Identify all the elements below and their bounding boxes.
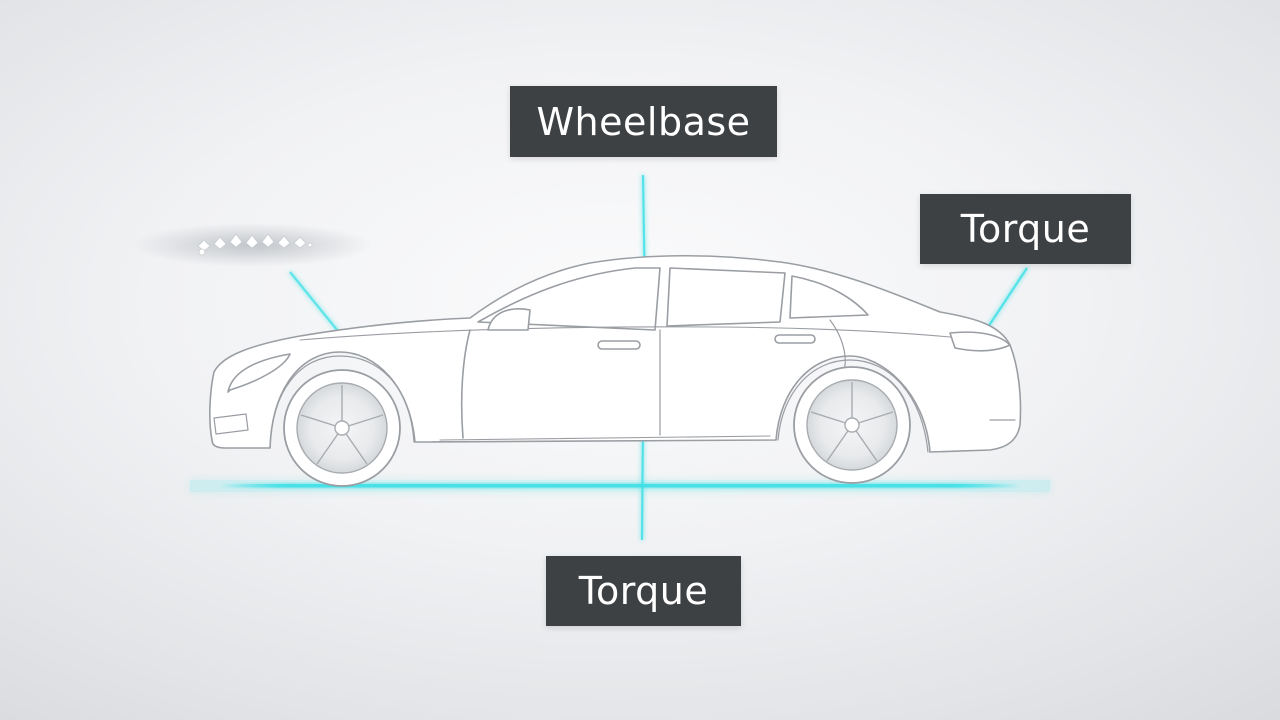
wheelbase-label: Wheelbase [510,86,777,157]
sparkle-icon [132,223,372,267]
torque-label-right: Torque [920,194,1131,264]
rear-wheel-icon [793,366,911,484]
front-wheel-icon [283,369,401,487]
torque-label-bottom: Torque [546,556,741,626]
car-icon [209,254,1022,453]
ground-line [190,480,1050,492]
